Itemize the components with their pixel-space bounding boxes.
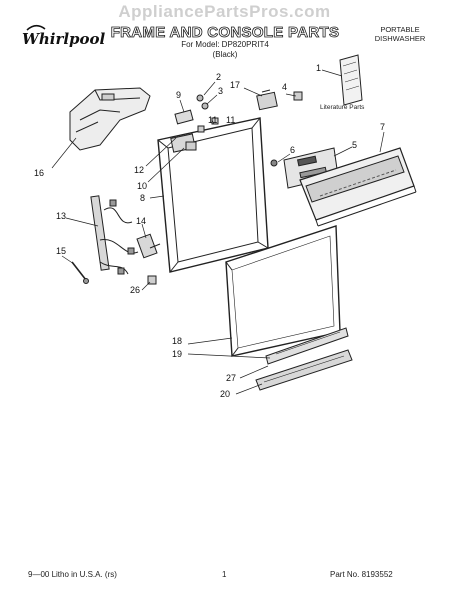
brand-logo: Whirlpool bbox=[22, 30, 106, 48]
model-number: For Model: DP820PRIT4 bbox=[181, 40, 269, 49]
leader-lines bbox=[51, 69, 385, 395]
callout-17: 17 bbox=[230, 80, 241, 90]
callout-14: 14 bbox=[136, 216, 147, 226]
callout-11a: 11 bbox=[208, 115, 218, 125]
wire-harness bbox=[90, 195, 139, 275]
callout-1: 1 bbox=[316, 63, 322, 73]
callout-4: 4 bbox=[282, 82, 288, 92]
footer-litho: 9—00 Litho in U.S.A. (rs) bbox=[28, 570, 117, 579]
callout-9: 9 bbox=[176, 90, 182, 100]
hinge-bracket bbox=[69, 87, 151, 151]
clip-part bbox=[293, 91, 303, 101]
callout-3: 3 bbox=[218, 86, 224, 96]
callout-11b: 11 bbox=[226, 115, 236, 125]
callout-26: 26 bbox=[130, 285, 141, 295]
bottom-trim bbox=[255, 349, 353, 391]
callout-5: 5 bbox=[352, 140, 358, 150]
footer-part-number: Part No. 8193552 bbox=[330, 570, 393, 579]
page-title: FRAME AND CONSOLE PARTS bbox=[110, 24, 340, 42]
door-switch bbox=[256, 89, 278, 111]
callout-6: 6 bbox=[290, 145, 296, 155]
whirlpool-swoosh-icon bbox=[26, 24, 46, 31]
door-frame bbox=[157, 117, 269, 273]
console bbox=[299, 147, 417, 227]
door-latch bbox=[136, 233, 161, 259]
callout-10: 10 bbox=[137, 181, 148, 191]
callout-15: 15 bbox=[56, 246, 67, 256]
callout-19: 19 bbox=[172, 349, 183, 359]
callout-12: 12 bbox=[134, 165, 145, 175]
literature-booklet bbox=[339, 54, 363, 106]
model-color: (Black) bbox=[212, 50, 238, 59]
literature-parts-label: Literature Parts bbox=[320, 104, 365, 111]
callout-16: 16 bbox=[34, 168, 45, 178]
callout-20: 20 bbox=[220, 389, 231, 399]
callout-8: 8 bbox=[140, 193, 146, 203]
small-clip bbox=[147, 275, 157, 285]
product-type: PORTABLE DISHWASHER bbox=[374, 25, 426, 43]
callout-13: 13 bbox=[56, 211, 67, 221]
callout-18: 18 bbox=[172, 336, 183, 346]
callout-2: 2 bbox=[216, 72, 222, 82]
watermark: AppliancePartsPros.com bbox=[118, 2, 331, 21]
callout-27: 27 bbox=[226, 373, 237, 383]
door-trim-strip bbox=[265, 327, 349, 365]
callout-7: 7 bbox=[380, 122, 386, 132]
footer-page-number: 1 bbox=[222, 570, 227, 579]
latch-parts bbox=[174, 94, 219, 151]
screw bbox=[71, 261, 89, 284]
door-panel bbox=[225, 225, 341, 357]
